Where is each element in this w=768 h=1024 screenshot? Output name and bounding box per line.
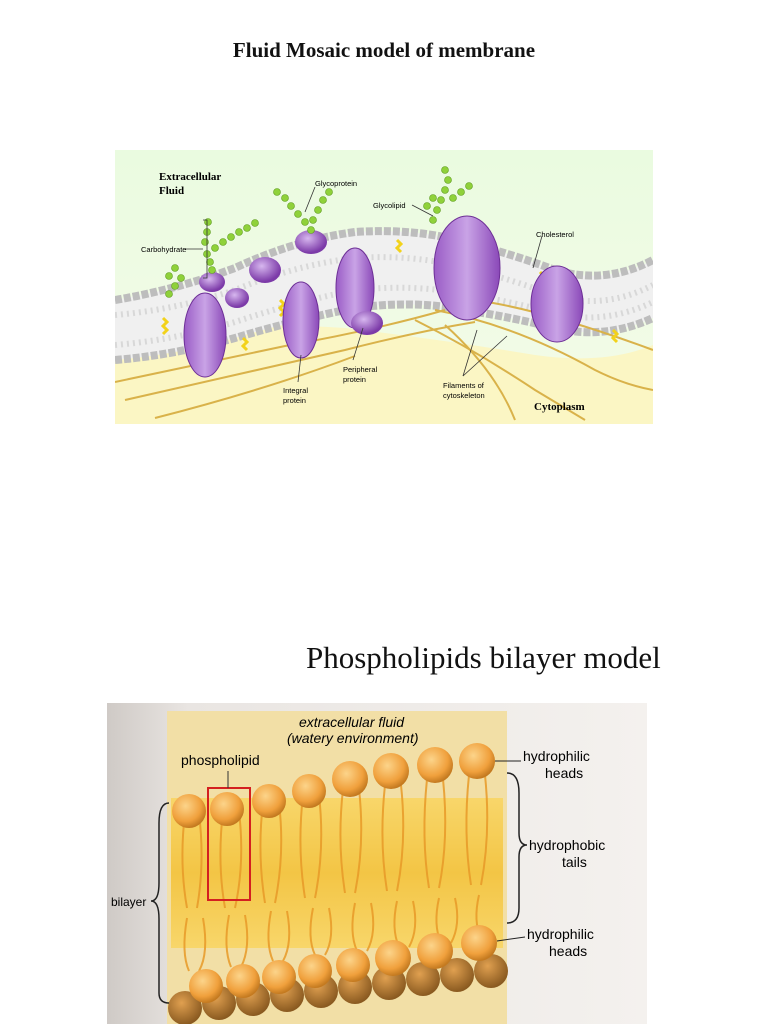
label-cholesterol: Cholesterol: [536, 230, 574, 239]
fluid-mosaic-diagram: Extracellular Fluid Glycoprotein Glycoli…: [115, 150, 653, 424]
svg-text:cytoskeleton: cytoskeleton: [443, 391, 485, 400]
label-cytoplasm: Cytoplasm: [534, 401, 585, 413]
svg-text:heads: heads: [549, 943, 587, 959]
label-hydrophobic-tails: hydrophobic: [529, 837, 605, 853]
phospholipid-bilayer-diagram: extracellular fluid (watery environment)…: [107, 703, 647, 1024]
svg-text:heads: heads: [545, 765, 583, 781]
page-title-bilayer: Phospholipids bilayer model: [306, 640, 661, 675]
svg-text:protein: protein: [283, 396, 306, 405]
hydrophobic-brace: [506, 772, 528, 924]
phospholipid-highlight-box: [207, 787, 251, 901]
label-extracellular-fluid: extracellular fluid: [299, 714, 405, 730]
svg-text:protein: protein: [343, 375, 366, 384]
label-watery-environment: (watery environment): [287, 730, 419, 746]
label-glycolipid: Glycolipid: [373, 201, 406, 210]
label-filaments-cytoskeleton: Filaments of: [443, 381, 485, 390]
page-title-fluid-mosaic: Fluid Mosaic model of membrane: [232, 38, 536, 62]
peripheral-proteins: [199, 230, 383, 335]
integral-proteins: [183, 215, 584, 378]
label-hydrophilic-heads-top: hydrophilic: [523, 748, 590, 764]
label-bilayer: bilayer: [111, 895, 146, 909]
cytoplasm-region: [115, 325, 653, 424]
label-integral-protein: Integral: [283, 386, 308, 395]
label-phospholipid: phospholipid: [181, 752, 260, 768]
carbohydrate-chains: [165, 166, 473, 298]
label-peripheral-protein: Peripheral: [343, 365, 378, 374]
hydrophilic-heads-top: [172, 743, 495, 828]
svg-text:Fluid: Fluid: [159, 185, 184, 197]
hydrophilic-heads-bottom: [189, 925, 497, 1003]
label-carbohydrate: Carbohydrate: [141, 245, 186, 254]
label-hydrophilic-heads-bottom: hydrophilic: [527, 926, 594, 942]
label-extracellular-fluid: Extracellular: [159, 171, 221, 183]
label-glycoprotein: Glycoprotein: [315, 179, 357, 188]
svg-text:tails: tails: [562, 854, 587, 870]
bilayer-brace: [150, 802, 170, 1004]
